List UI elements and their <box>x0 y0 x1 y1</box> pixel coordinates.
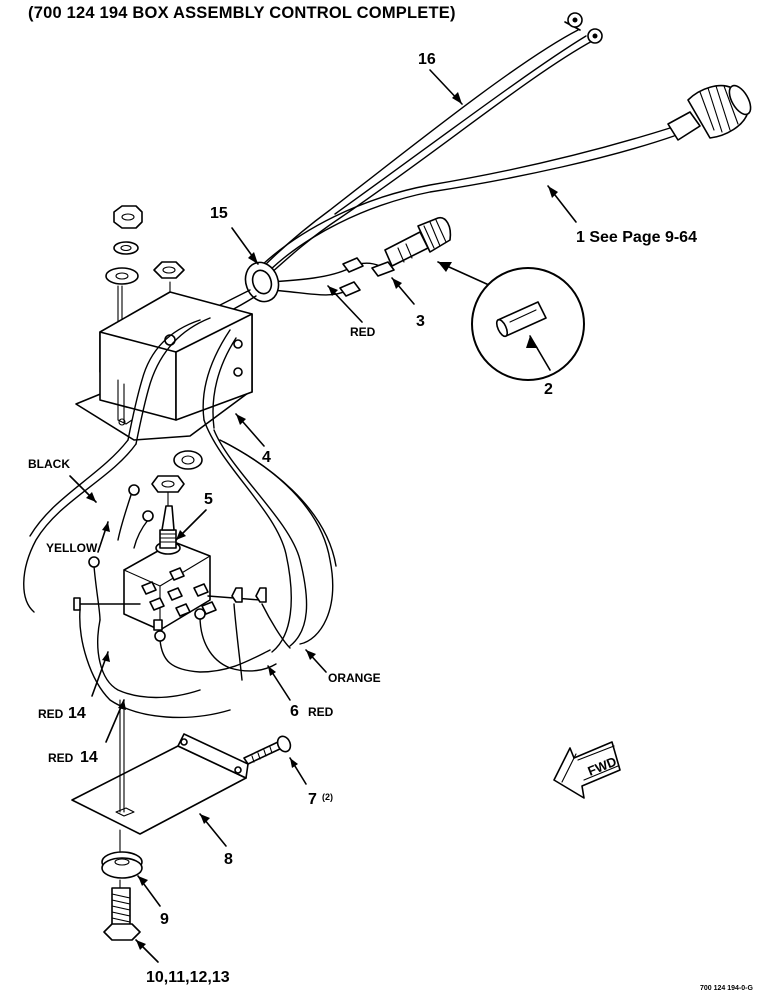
fuse-icon <box>495 301 547 338</box>
wire-to-fuse-holder <box>269 257 395 297</box>
screw-icon <box>243 735 292 765</box>
callout-4: 4 <box>262 449 271 466</box>
callout-6-color: RED <box>308 705 334 719</box>
callout-8: 8 <box>224 851 233 868</box>
wire-label-black: BLACK <box>28 457 70 471</box>
callout-14b: 14 <box>80 749 98 766</box>
control-box <box>75 291 253 445</box>
wire-harness-1 <box>261 84 752 273</box>
callout-6: 6 <box>290 703 299 720</box>
mounting-plate <box>71 699 249 857</box>
page-title: (700 124 194 BOX ASSEMBLY CONTROL COMPLE… <box>28 4 456 22</box>
callout-7: 7 <box>308 791 317 808</box>
callout-14b-color: RED <box>48 751 74 765</box>
callout-5: 5 <box>204 491 213 508</box>
forward-arrow-icon: FWD <box>553 741 621 799</box>
callout-2: 2 <box>544 381 553 398</box>
fuse-detail-callout <box>437 261 585 381</box>
drawing-code: 700 124 194-0-G <box>700 985 753 992</box>
callout-leaders <box>69 69 577 963</box>
callout-15: 15 <box>210 205 228 222</box>
wire-label-yellow: YELLOW <box>46 541 98 555</box>
toggle-switch <box>123 505 211 631</box>
connector-plug-icon <box>667 84 752 141</box>
callout-16: 16 <box>418 51 436 68</box>
switch-wiring <box>23 419 337 719</box>
switch-nut-hardware <box>151 450 203 541</box>
callout-14a: 14 <box>68 705 86 722</box>
fuse-holder-icon <box>384 216 452 267</box>
callout-9: 9 <box>160 911 169 928</box>
wire-label-orange: ORANGE <box>328 671 381 685</box>
callout-3: 3 <box>416 313 425 330</box>
hardware-stack-bottom <box>101 851 143 941</box>
callout-14a-color: RED <box>38 707 64 721</box>
callout-1: 1 See Page 9-64 <box>576 229 697 246</box>
callout-7-qty: (2) <box>322 792 333 802</box>
wire-label-red-top: RED <box>350 325 376 339</box>
callout-10-13: 10,11,12,13 <box>146 969 230 986</box>
